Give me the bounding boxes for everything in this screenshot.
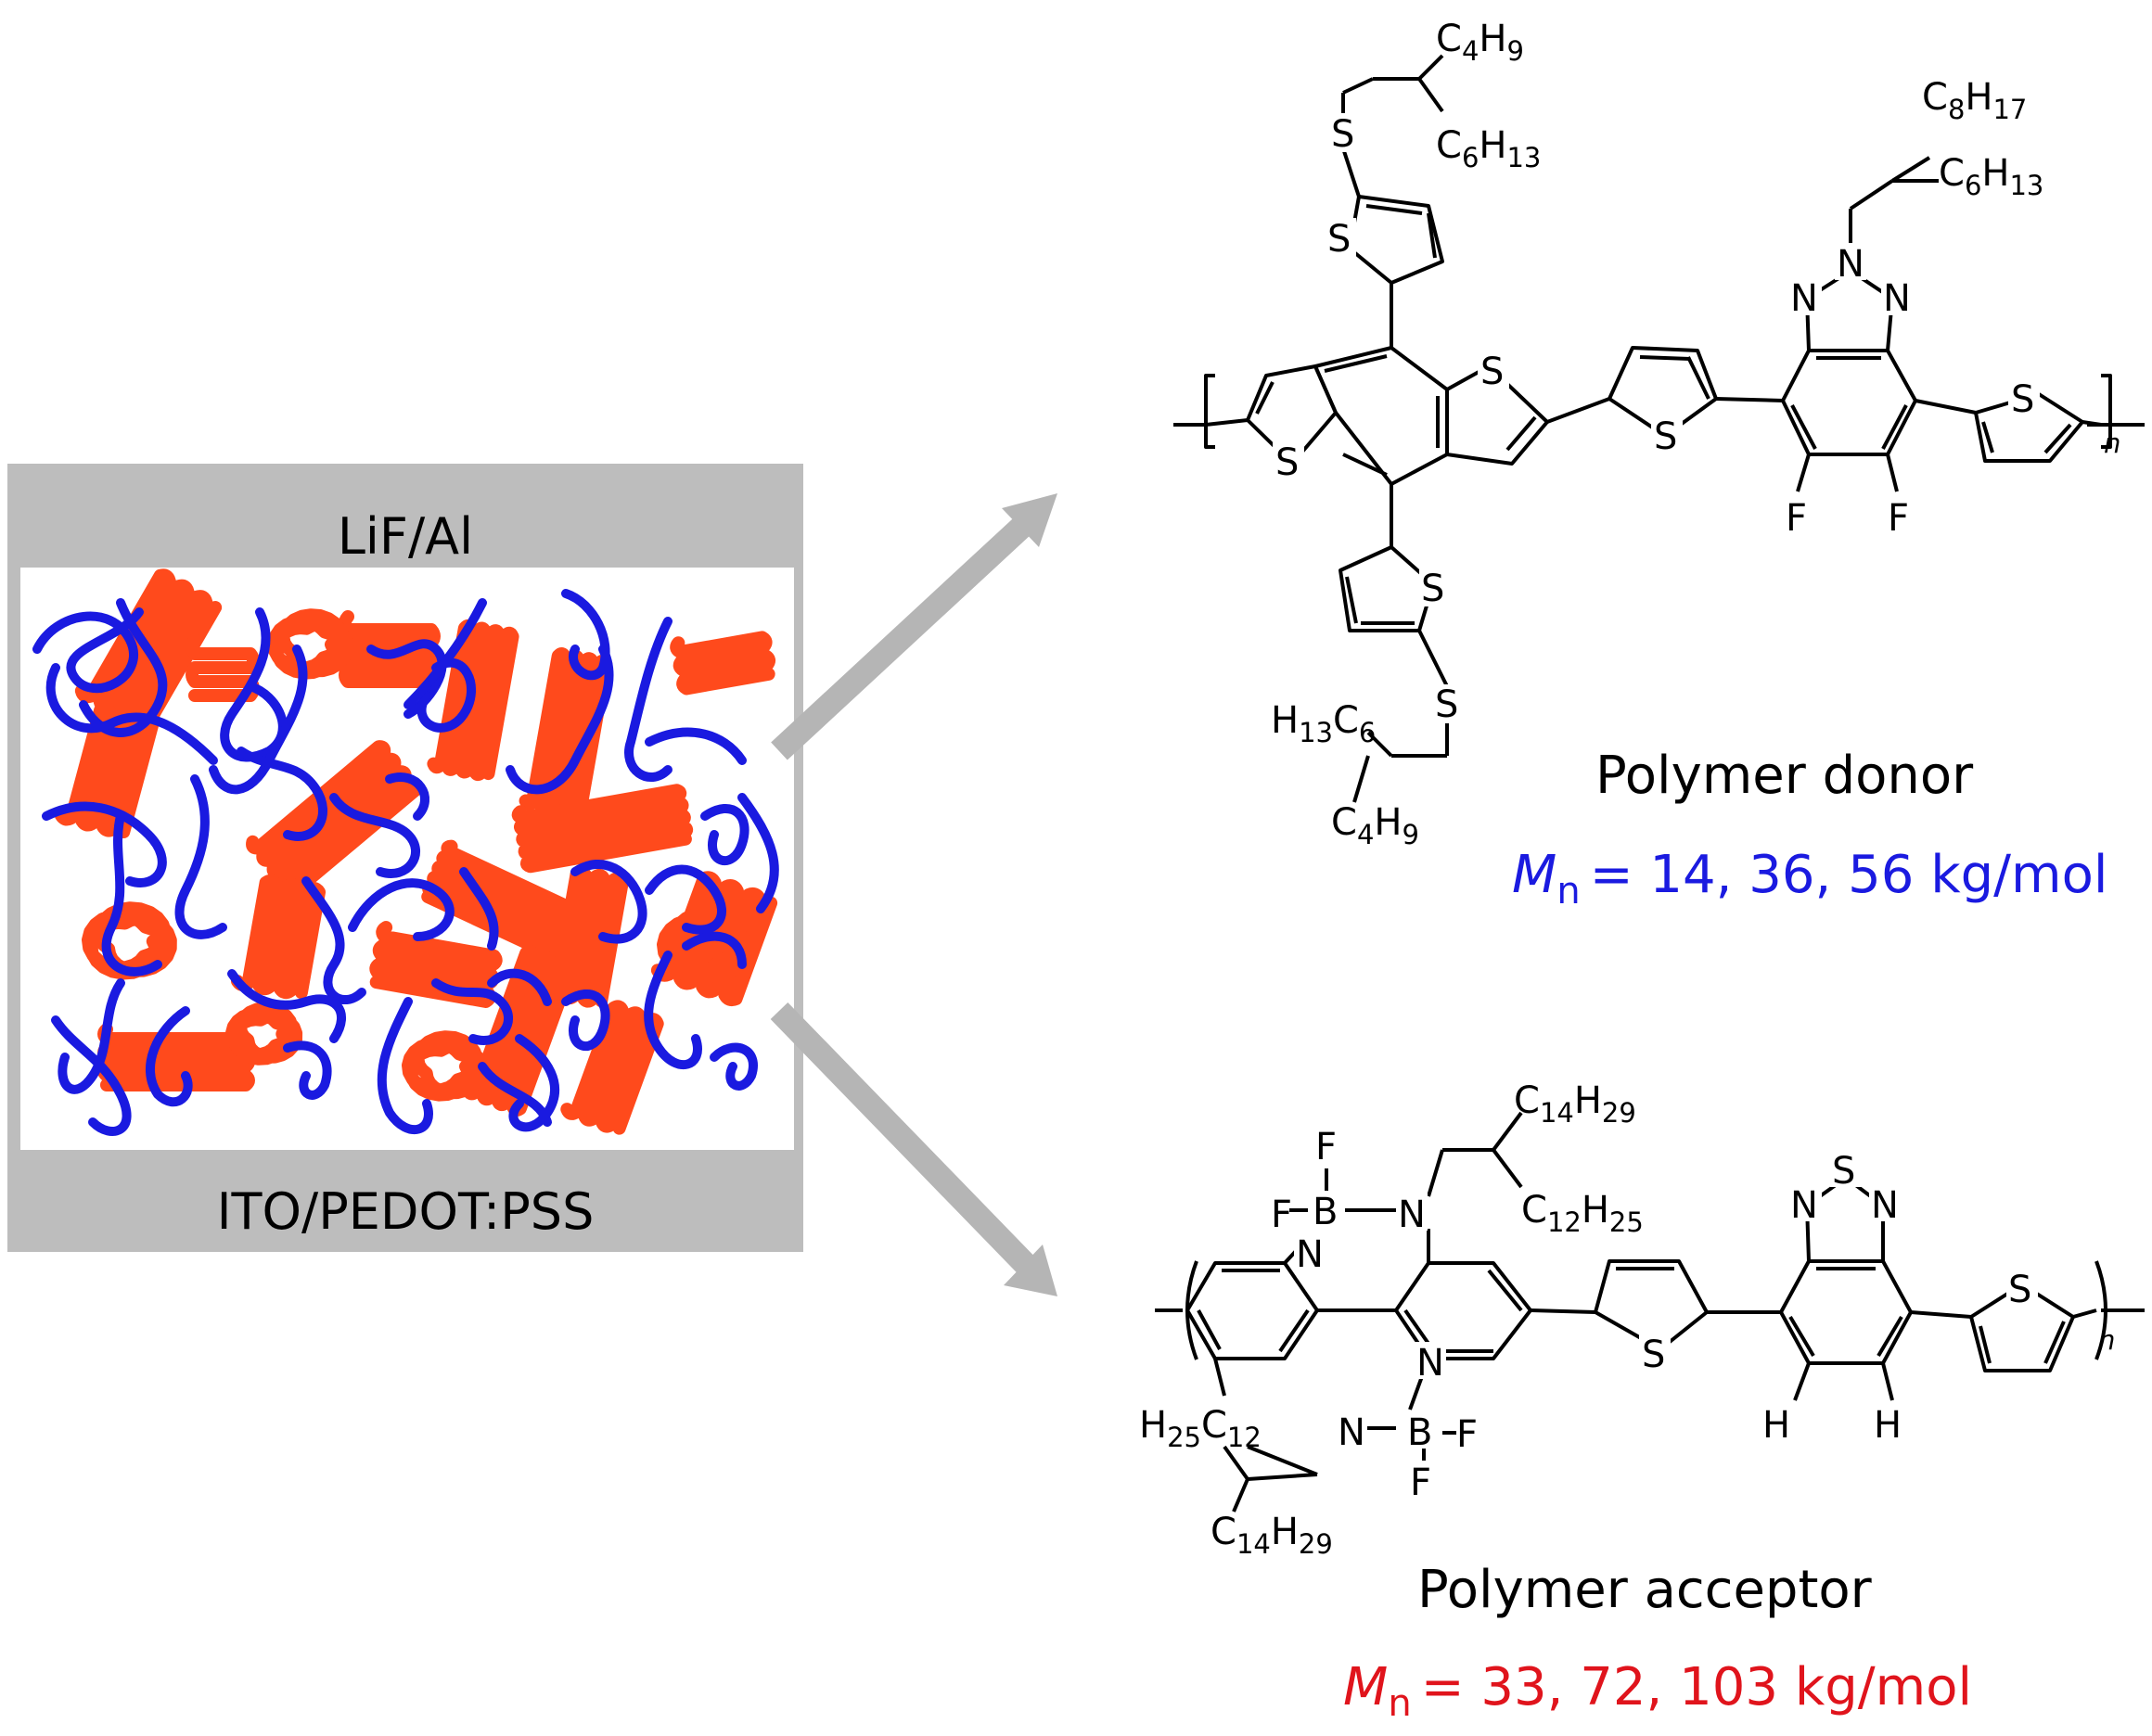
svg-text:F: F <box>1456 1413 1478 1456</box>
svg-text:S: S <box>1642 1334 1665 1376</box>
bottom-electrode-label: ITO/PEDOT:PSS <box>217 1182 595 1241</box>
acceptor-caption: Polymer acceptor <box>1417 1560 1873 1620</box>
svg-text:N: N <box>1837 243 1864 286</box>
svg-text:N: N <box>1790 1184 1818 1227</box>
acceptor-chains <box>54 568 778 1135</box>
donor-mn: Mn= 14, 36, 56 kg/mol <box>1512 845 2107 913</box>
acceptor-coil <box>402 1030 488 1102</box>
acceptor-atom-labels: N N B N F F N B F F S N S N S H H n C14H… <box>1139 1079 2115 1560</box>
acceptor-coil <box>267 608 353 680</box>
acceptor-lamella <box>339 610 441 688</box>
svg-text:F: F <box>1888 497 1909 540</box>
svg-text:N: N <box>1871 1184 1899 1227</box>
svg-text:N: N <box>1338 1411 1365 1454</box>
donor-atom-labels: S S S S S S S S N N N F F n C4H9 C6H13 H… <box>1271 18 2120 850</box>
svg-text:n: n <box>2104 428 2120 459</box>
arrow-to-donor <box>771 493 1057 760</box>
svg-text:n: n <box>2098 1324 2115 1356</box>
acceptor-coil <box>225 1002 303 1066</box>
svg-text:N: N <box>1398 1194 1426 1236</box>
svg-text:S: S <box>1327 218 1351 261</box>
svg-text:C12H25: C12H25 <box>1521 1189 1644 1238</box>
svg-text:H13C6: H13C6 <box>1271 699 1376 748</box>
svg-text:S: S <box>1421 568 1444 610</box>
svg-text:F: F <box>1271 1194 1292 1236</box>
svg-text:C14H29: C14H29 <box>1210 1511 1333 1560</box>
svg-text:F: F <box>1410 1462 1431 1504</box>
svg-text:S: S <box>1275 441 1299 484</box>
svg-text:S: S <box>2008 1269 2031 1311</box>
acceptor-lamella <box>511 784 694 874</box>
svg-text:S: S <box>1480 351 1504 393</box>
acceptor-structure <box>1155 1111 2145 1513</box>
top-electrode-label: LiF/Al <box>338 507 473 566</box>
acceptor-lamella <box>670 631 776 696</box>
svg-text:C6H13: C6H13 <box>1939 152 2043 201</box>
svg-text:C8H17: C8H17 <box>1922 76 2027 125</box>
donor-chains <box>32 589 779 1136</box>
acceptor-lamella <box>74 568 223 735</box>
svg-text:C6H13: C6H13 <box>1436 124 1541 173</box>
svg-text:N: N <box>1883 277 1911 320</box>
svg-text:F: F <box>1786 497 1807 540</box>
svg-text:N: N <box>1296 1233 1324 1276</box>
svg-text:H: H <box>1874 1404 1902 1447</box>
svg-text:S: S <box>2011 378 2034 421</box>
acceptor-mn: Mn= 33, 72, 103 kg/mol <box>1343 1657 1972 1725</box>
svg-text:N: N <box>1416 1342 1444 1385</box>
arrow-to-acceptor <box>770 1002 1057 1296</box>
svg-text:S: S <box>1832 1150 1855 1193</box>
svg-text:S: S <box>1654 415 1677 458</box>
svg-text:N: N <box>1790 277 1818 320</box>
donor-caption: Polymer donor <box>1595 746 1974 806</box>
svg-text:S: S <box>1435 683 1458 726</box>
svg-text:B: B <box>1313 1191 1338 1233</box>
device-schematic: LiF/Al ITO/PEDOT:PSS <box>7 464 803 1252</box>
svg-text:C4H9: C4H9 <box>1331 801 1419 850</box>
acceptor-coil <box>657 906 752 985</box>
svg-text:F: F <box>1315 1126 1337 1168</box>
svg-text:B: B <box>1407 1411 1432 1454</box>
svg-text:C4H9: C4H9 <box>1436 18 1524 67</box>
svg-text:H25C12: H25C12 <box>1139 1404 1262 1453</box>
svg-text:C14H29: C14H29 <box>1514 1079 1636 1129</box>
svg-text:S: S <box>1331 113 1354 156</box>
svg-text:H: H <box>1762 1404 1790 1447</box>
